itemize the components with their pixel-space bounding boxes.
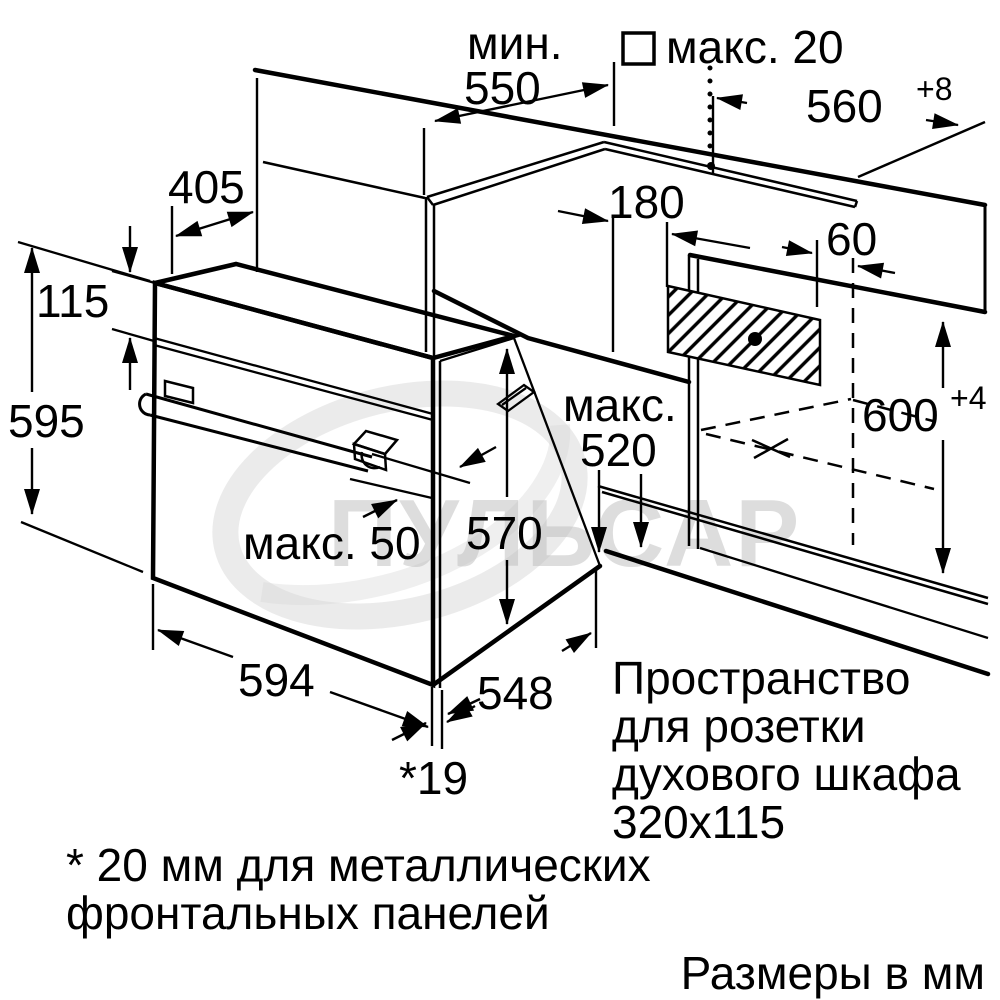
- worktop-strip-a-top: [426, 140, 605, 199]
- dim-405-line: [175, 210, 254, 238]
- handle-bar: [145, 392, 373, 459]
- side-panel-top-edge: [687, 252, 988, 315]
- socket-note-line1: Пространство: [612, 652, 910, 704]
- label-405: 405: [168, 161, 245, 213]
- worktop-back-left: [262, 160, 426, 200]
- socket-note-line2: для розетки: [612, 700, 866, 752]
- shelf-inner-edge: [699, 546, 989, 640]
- right-cabinet: [597, 252, 991, 677]
- shelf-front-edge: [603, 548, 991, 677]
- right-wall-edge: [857, 120, 986, 179]
- dim-550-line: [434, 82, 609, 124]
- label-min: мин.: [467, 17, 563, 69]
- label-560-tol: +8: [916, 71, 952, 107]
- units-note: Размеры в мм: [681, 947, 985, 999]
- oven-rear-side-edge: [512, 337, 602, 567]
- wall-top-edge: [252, 67, 988, 208]
- label-600: 600: [862, 389, 939, 441]
- dim-180-line: [557, 208, 609, 224]
- hidden-niche-corner: [852, 398, 934, 423]
- dim-max50-arrow: [362, 498, 398, 519]
- oven: [138, 197, 692, 689]
- label-19: *19: [399, 752, 468, 804]
- label-570: 570: [466, 507, 543, 559]
- label-180: 180: [608, 176, 685, 228]
- label-550: 550: [464, 62, 541, 114]
- hidden-niche-floor-back: [700, 397, 852, 432]
- label-595: 595: [8, 395, 85, 447]
- label-max520-2: 520: [580, 424, 657, 476]
- spacer-square-symbol: [621, 31, 656, 66]
- dim-19-arrow: [391, 721, 427, 742]
- worktop-strip-b-bottom: [604, 147, 856, 209]
- dimension-lines: [17, 31, 959, 749]
- handle-left-mount: [163, 379, 195, 405]
- watermark: ПУЛЬСАР: [212, 380, 801, 630]
- label-600-tol: +4: [950, 380, 986, 416]
- label-115: 115: [36, 275, 109, 327]
- label-max20: макс. 20: [666, 21, 844, 73]
- oven-top-side-edge: [439, 336, 515, 363]
- label-60: 60: [826, 213, 877, 265]
- socket-note-line3: духового шкафа: [612, 748, 961, 800]
- side-vent-slot: [496, 383, 536, 413]
- labels: мин. 550 макс. 20 560 +8 405 115 595 180…: [8, 17, 986, 999]
- niche-floor-edge: [431, 288, 692, 385]
- label-max520-1: макс.: [563, 379, 677, 431]
- label-594: 594: [238, 654, 315, 706]
- footnote-line1: * 20 мм для металлических: [66, 839, 651, 891]
- label-max50: макс. 50: [243, 517, 421, 569]
- label-548: 548: [477, 667, 554, 719]
- shelf-top-edge: [597, 484, 989, 600]
- oven-bottom-side-edge: [430, 563, 603, 688]
- dim-60-line: [781, 240, 813, 256]
- control-panel-line: [153, 336, 434, 416]
- dim-560-line: [716, 94, 748, 111]
- dim-594-line: [157, 628, 234, 659]
- oven-faces: [153, 264, 600, 685]
- watermark-text: ПУЛЬСАР: [328, 480, 801, 587]
- label-560: 560: [806, 80, 883, 132]
- footnote-line2: фронтальных панелей: [66, 887, 550, 939]
- socket-dot: [748, 332, 762, 346]
- socket-note-line4: 320x115: [612, 796, 785, 848]
- socket-space-hatched: [666, 284, 822, 387]
- worktop-strip-a-bottom: [432, 147, 606, 207]
- worktop-strip-b-top: [603, 140, 858, 203]
- hidden-niche-floor-front: [705, 432, 935, 491]
